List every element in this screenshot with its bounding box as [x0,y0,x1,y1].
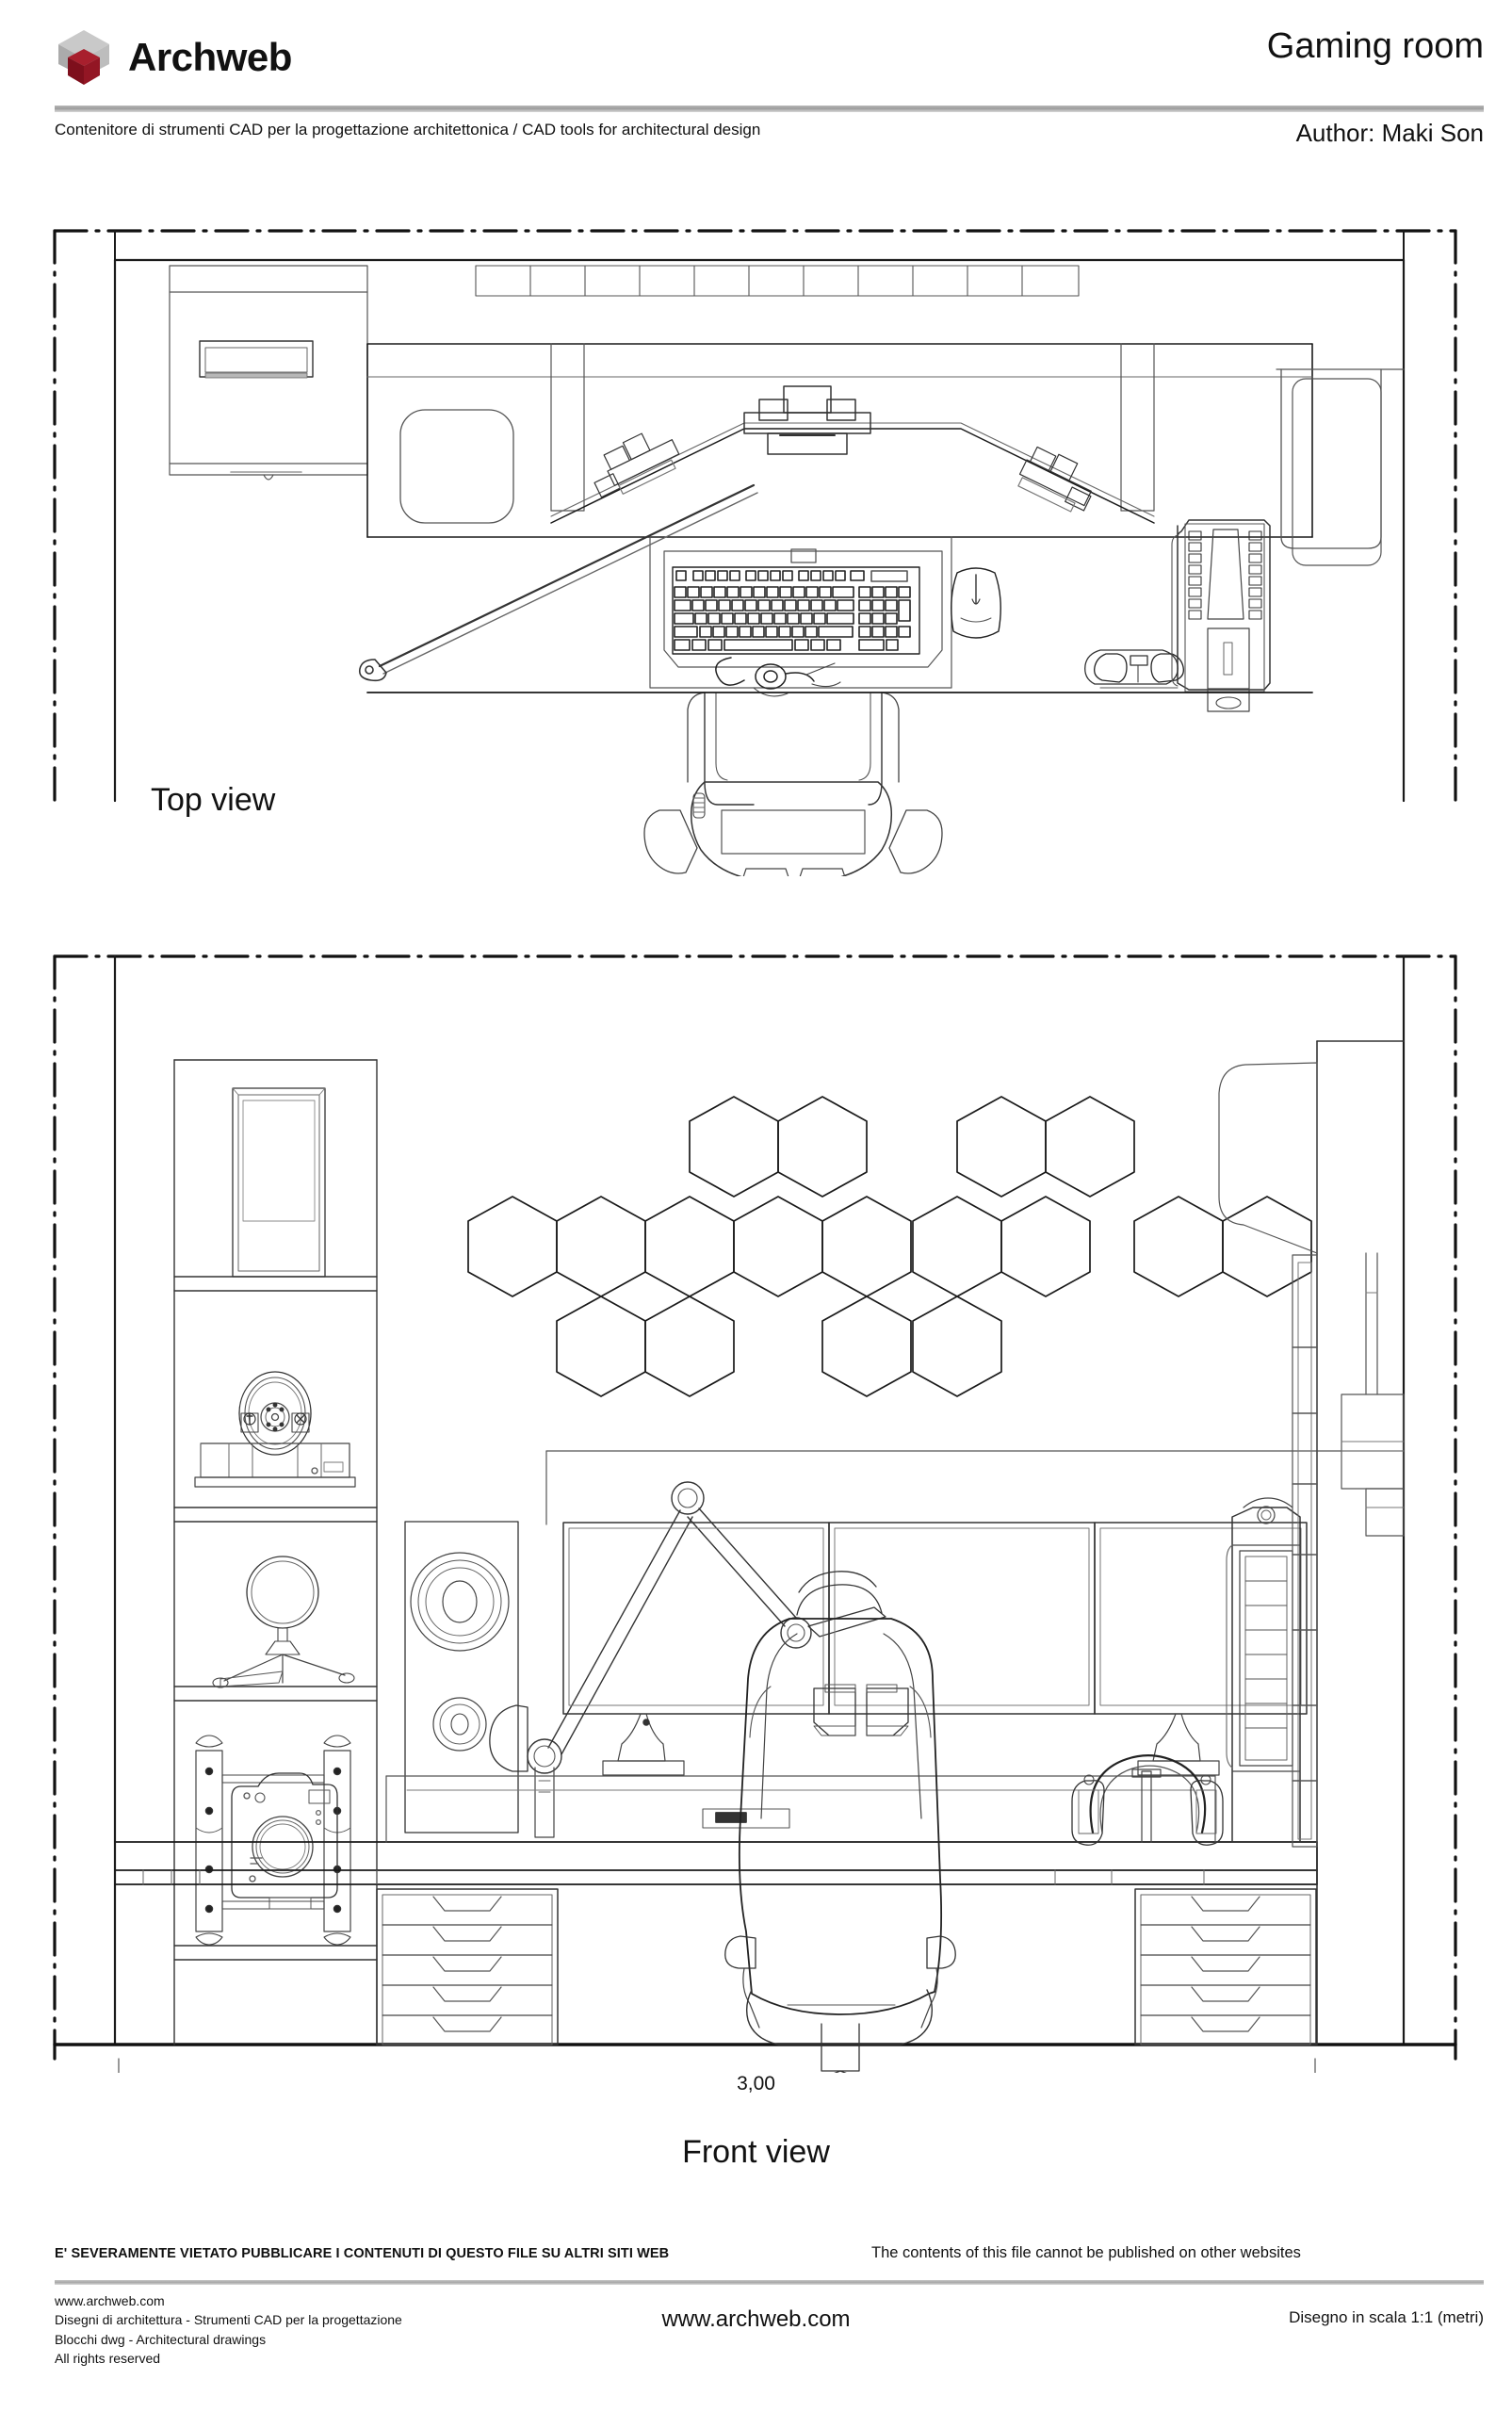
author-label: Author: Maki Son [1295,119,1484,147]
gaming-chair-plan [643,692,943,876]
right-wall-unit-front [1218,1040,1405,2045]
right-drawer-unit [1134,1888,1317,2045]
ring-light-front [212,1556,355,1688]
microphone-arm-plan [358,483,758,682]
copyright-notice-it: E' SEVERAMENTE VIETATO PUBBLICARE I CONT… [55,2246,670,2261]
pc-tower-front [1226,1497,1301,1843]
front-view-drawing [0,942,1512,2073]
room-boundary-top [53,229,1457,803]
header-subtitle: Contenitore di strumenti CAD per la prog… [55,121,761,139]
desk-plan [366,343,1313,538]
left-drawer-unit [376,1888,559,2045]
footer-line-2: Disegni di architettura - Strumenti CAD … [55,2312,402,2328]
brand-name: Archweb [128,35,292,79]
wall-shelf-plan [475,265,1080,297]
footer-divider [55,2280,1484,2285]
footer-scale-label: Disegno in scala 1:1 (metri) [1289,2308,1484,2326]
brand-lockup: Archweb [55,28,292,87]
shelf-unit-plan [169,265,368,481]
keyboard-plan [649,536,1001,689]
gaming-chair-front [724,1571,956,2073]
speaker-front [404,1521,519,1833]
microphone-boom-arm-front [489,1481,886,1838]
mouse-plan [951,567,1001,639]
footer-info-block: www.archweb.com Disegni di architettura … [55,2291,402,2368]
desk-front [114,1775,1318,1885]
headphones-plan [1084,649,1184,689]
triple-monitor-front [545,1450,1405,1776]
triple-monitor-plan [550,385,1155,524]
footer-center-url: www.archweb.com [661,2306,851,2332]
desk-pad-plan [399,409,514,524]
sheet-footer: E' SEVERAMENTE VIETATO PUBBLICARE I CONT… [0,2233,1512,2412]
footer-url: www.archweb.com [55,2293,165,2308]
pc-tower-plan [1171,519,1271,712]
dimension-label: 3,00 [737,2073,775,2094]
footer-line-4: All rights reserved [55,2350,161,2366]
camera-cage-front [195,1735,351,1946]
front-view-label: Front view [682,2134,830,2170]
room-boundary-front [53,954,1457,2061]
monitor-wing-speakers-plan [593,432,1092,513]
hexagon-light-panels [467,1096,1312,1397]
archweb-logo-icon [55,28,113,87]
cable-plan [715,657,841,697]
copyright-notice-en: The contents of this file cannot be publ… [871,2244,1301,2261]
footer-line-3: Blocchi dwg - Architectural drawings [55,2331,267,2347]
dimension-line [118,2058,1316,2073]
shelf-unit-front [173,1059,378,2045]
header-divider [55,106,1484,112]
picture-frame-front [232,1087,326,1278]
right-wall-panel-plan [1276,368,1405,566]
page-title: Gaming room [1266,26,1484,66]
top-view-label: Top view [151,782,276,818]
racing-wheel-front [194,1371,356,1488]
top-view-drawing [0,160,1512,876]
headphone-stand-front [1071,1754,1224,1846]
sheet-header: Archweb Gaming room Contenitore di strum… [0,0,1512,170]
